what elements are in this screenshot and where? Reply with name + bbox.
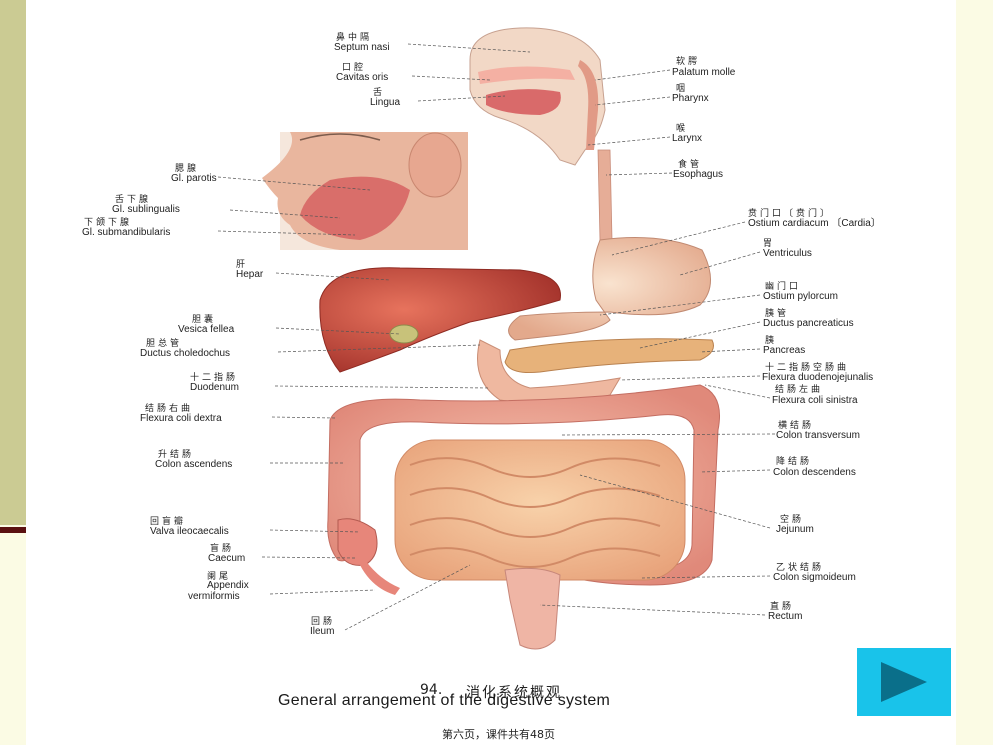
label-en: Colon sigmoideum [773, 572, 856, 583]
face-profile [262, 132, 468, 250]
label-cn: 盲肠 [210, 542, 234, 554]
rectum-shape [504, 567, 561, 650]
label-cn: 结肠左曲 [775, 383, 823, 395]
label-en: Caecum [208, 553, 245, 564]
label-en: Duodenum [190, 382, 239, 393]
label-en: Gl. parotis [171, 173, 217, 184]
label-cn: 十二指肠空肠曲 [765, 361, 849, 373]
label-cn: 胰 [765, 334, 777, 346]
label-cn: 口腔 [342, 61, 366, 73]
label-cn: 乙状结肠 [776, 561, 824, 573]
liver-shape [319, 267, 561, 373]
label-cn: 幽门口 [765, 280, 801, 292]
label-en: Ostium pylorcum [763, 291, 838, 302]
stomach-shape [508, 237, 711, 341]
label-cn: 阑尾 [207, 570, 231, 582]
label-cn: 空肠 [780, 513, 804, 525]
label-en: Pancreas [763, 345, 805, 356]
label-cn: 胰管 [765, 307, 789, 319]
label-cn: 咽 [676, 83, 688, 94]
label-cn: 直肠 [770, 600, 794, 612]
label-en: Septum nasi [334, 42, 390, 53]
label-cn: 结肠右曲 [145, 402, 193, 414]
label-en: Vesica fellea [178, 324, 235, 335]
label-cn: 舌 [373, 87, 385, 98]
label-cn: 升结肠 [158, 448, 194, 460]
label-en: Colon transversum [776, 430, 860, 441]
next-slide-button[interactable] [857, 648, 951, 716]
label-en: Flexura coli sinistra [772, 395, 858, 406]
sidebar-accent-bar [0, 0, 26, 525]
label-cn: 横结肠 [778, 419, 814, 431]
label-en: Pharynx [672, 93, 709, 104]
figure-title-en: General arrangement of the digestive sys… [278, 692, 611, 709]
head-section [469, 27, 606, 166]
small-intestine-shape [394, 439, 686, 581]
label-en: Palatum molle [672, 67, 736, 78]
label-cn: 舌下腺 [115, 193, 151, 205]
label-en: Ostium cardiacum 〔Cardia〕 [748, 217, 881, 229]
label-cn: 胆囊 [192, 313, 216, 325]
label-en: Jejunum [776, 524, 814, 535]
label-cn: 鼻中隔 [336, 31, 372, 43]
caecum-shape [337, 518, 378, 566]
leader-lines [217, 43, 776, 631]
label-en: Gl. sublingualis [112, 204, 180, 215]
figure-number: 94. [420, 682, 443, 698]
label-cn: 腮腺 [175, 162, 199, 174]
label-en: Colon descendens [773, 467, 856, 478]
appendix-shape [360, 560, 400, 595]
label-cn: 软腭 [676, 55, 700, 67]
label-en: Ductus pancreaticus [763, 318, 854, 329]
label-en: Ventriculus [763, 248, 812, 259]
labels-right: 软腭 Palatum molle 咽 Pharynx 喉 Larynx 食管 E… [672, 55, 881, 622]
page-counter: 第六页，课件共有48页 [442, 728, 555, 741]
figure-title-cn: 消化系统概观 [466, 685, 562, 701]
label-en: Lingua [370, 97, 400, 108]
label-en: Rectum [768, 611, 802, 622]
label-en: Colon ascendens [155, 459, 232, 470]
label-en: Hepar [236, 269, 264, 280]
labels-left: 鼻中隔 Septum nasi 口腔 Cavitas oris 舌 Lingua… [82, 31, 400, 637]
label-en: Valva ileocaecalis [150, 526, 229, 537]
label-cn: 回盲瓣 [150, 515, 186, 527]
label-cn: 胃 [763, 238, 775, 249]
sidebar-accent-line [0, 527, 34, 533]
label-en: Cavitas oris [336, 72, 388, 83]
label-cn: 食管 [678, 158, 702, 170]
label-en: vermiformis [188, 591, 240, 602]
label-en: Appendix [207, 580, 249, 591]
label-cn: 降结肠 [776, 455, 812, 467]
label-cn: 回肠 [311, 616, 335, 627]
label-en: Gl. submandibularis [82, 227, 170, 238]
gallbladder-shape [389, 324, 419, 344]
label-en: Ileum [310, 626, 334, 637]
label-en: Larynx [672, 133, 702, 144]
label-cn: 肝 [236, 259, 248, 270]
label-cn: 下颌下腺 [84, 216, 132, 228]
label-cn: 喉 [676, 122, 688, 134]
label-cn: 胆总管 [146, 337, 182, 349]
play-triangle-icon [881, 662, 927, 702]
label-cn: 贲门口〔贲门〕 [748, 207, 832, 219]
label-en: Flexura coli dextra [140, 413, 222, 424]
label-en: Ductus choledochus [140, 348, 230, 359]
label-en: Flexura duodenojejunalis [762, 372, 873, 383]
pancreas-shape [504, 338, 714, 373]
label-cn: 十二指肠 [190, 371, 238, 383]
label-en: Esophagus [673, 169, 723, 180]
esophagus-shape [597, 149, 613, 241]
